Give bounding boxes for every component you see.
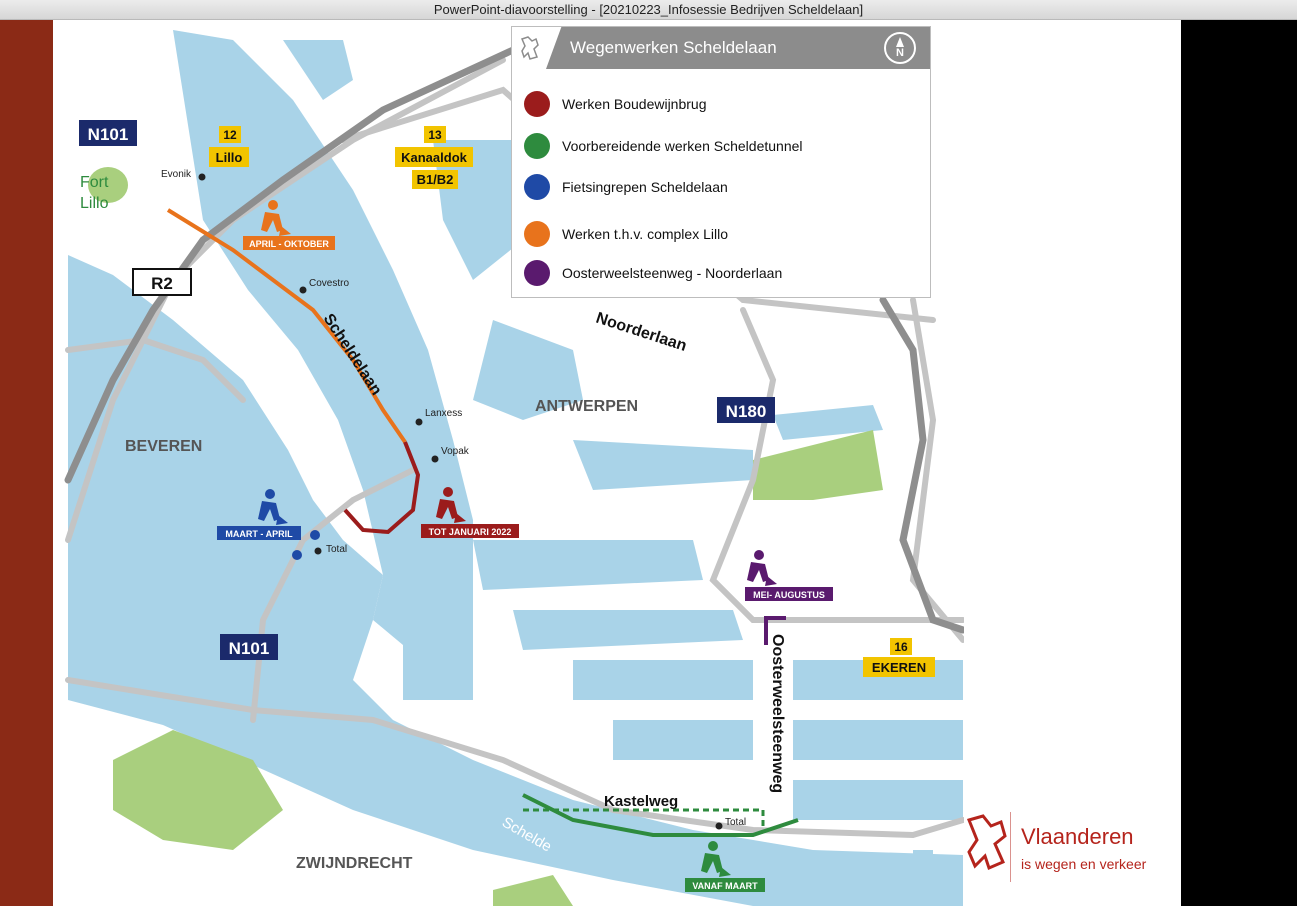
company-evonik: Evonik bbox=[161, 169, 192, 180]
worker-icon bbox=[747, 550, 777, 586]
roadwork-oosterweel: MEI- AUGUSTUS bbox=[745, 550, 833, 601]
company-covestro: Covestro bbox=[309, 278, 349, 289]
roadwork-fiets: MAART - APRIL bbox=[217, 489, 301, 540]
svg-text:APRIL - OKTOBER: APRIL - OKTOBER bbox=[249, 239, 329, 249]
legend-item-label: Voorbereidende werken Scheldetunnel bbox=[562, 138, 803, 154]
map-edge-mask bbox=[964, 20, 1181, 906]
place-beveren: BEVEREN bbox=[125, 438, 202, 455]
roadwork-boudewijnbrug: TOT JANUARI 2022 bbox=[421, 487, 519, 538]
roadwork-kastelweg: VANAF MAART bbox=[685, 841, 765, 892]
svg-text:VANAF MAART: VANAF MAART bbox=[692, 881, 758, 891]
legend-item-label: Werken Boudewijnbrug bbox=[562, 96, 707, 112]
street-oosterweelsteenweg: Oosterweelsteenweg bbox=[769, 634, 786, 793]
svg-text:EKEREN: EKEREN bbox=[872, 660, 926, 675]
worker-icon bbox=[701, 841, 731, 877]
legend-panel: Wegenwerken Scheldelaan N Werken Boudewi… bbox=[511, 26, 931, 298]
legend-color-dot bbox=[524, 91, 550, 117]
company-vopak: Vopak bbox=[441, 446, 470, 457]
badge-r2: R2 bbox=[132, 268, 192, 296]
route-kastelweg bbox=[522, 793, 799, 837]
brand-tagline: is wegen en verkeer bbox=[1021, 856, 1147, 872]
route-kastelweg-dashed bbox=[523, 808, 765, 832]
svg-text:13: 13 bbox=[428, 128, 442, 142]
right-border bbox=[1181, 20, 1297, 906]
company-lanxess: Lanxess bbox=[425, 408, 462, 419]
legend-header-band bbox=[546, 27, 930, 69]
legend-color-dot bbox=[524, 260, 550, 286]
company-total: Total bbox=[326, 544, 347, 555]
svg-text:N101: N101 bbox=[88, 125, 129, 144]
worker-icon bbox=[258, 489, 288, 525]
svg-text:TOT JANUARI 2022: TOT JANUARI 2022 bbox=[429, 527, 512, 537]
north-arrow-icon: N bbox=[884, 32, 916, 64]
route-boudewijnbrug bbox=[343, 441, 421, 535]
legend-item-label: Oosterweelsteenweg - Noorderlaan bbox=[562, 265, 783, 281]
legend-color-dot bbox=[524, 133, 550, 159]
exit-ekeren: 16 EKEREN bbox=[863, 638, 935, 677]
svg-text:16: 16 bbox=[894, 640, 908, 654]
flanders-lion-icon bbox=[966, 812, 1011, 882]
window-title: PowerPoint-diavoorstelling - [20210223_I… bbox=[0, 0, 1297, 20]
legend-title: Wegenwerken Scheldelaan bbox=[570, 38, 777, 57]
place-lillo: Lillo bbox=[80, 195, 109, 212]
svg-text:MAART - APRIL: MAART - APRIL bbox=[225, 529, 293, 539]
map: Evonik Covestro Lanxess Vopak Total Tota… bbox=[64, 20, 1181, 906]
worker-icon bbox=[436, 487, 466, 523]
roadwork-lillo: APRIL - OKTOBER bbox=[243, 200, 335, 250]
legend-color-dot bbox=[524, 174, 550, 200]
place-zwijndrecht: ZWIJNDRECHT bbox=[296, 855, 413, 872]
green-areas bbox=[88, 167, 883, 906]
fiets-point bbox=[310, 530, 320, 540]
legend-header: Wegenwerken Scheldelaan N bbox=[512, 27, 930, 69]
slide: Evonik Covestro Lanxess Vopak Total Tota… bbox=[53, 20, 1181, 906]
exit-kanaaldok: 13 Kanaaldok B1/B2 bbox=[395, 126, 473, 189]
fiets-point bbox=[292, 550, 302, 560]
badge-n101-bottom: N101 bbox=[220, 634, 278, 660]
legend-item-label: Werken t.h.v. complex Lillo bbox=[562, 226, 728, 242]
water-areas bbox=[68, 30, 963, 906]
svg-text:Kanaaldok: Kanaaldok bbox=[401, 150, 468, 165]
left-border bbox=[0, 20, 53, 906]
svg-text:B1/B2: B1/B2 bbox=[417, 172, 454, 187]
brand-name: Vlaanderen bbox=[1021, 824, 1134, 849]
r2-east bbox=[879, 296, 967, 634]
legend-item-label: Fietsingrepen Scheldelaan bbox=[562, 179, 728, 195]
svg-text:R2: R2 bbox=[151, 274, 173, 293]
badge-n180: N180 bbox=[717, 397, 775, 423]
place-fort: Fort bbox=[80, 174, 109, 191]
legend-color-dot bbox=[524, 221, 550, 247]
vlaanderen-logo: Vlaanderen is wegen en verkeer bbox=[961, 812, 1171, 892]
place-antwerpen: ANTWERPEN bbox=[535, 398, 638, 415]
svg-text:N180: N180 bbox=[726, 402, 767, 421]
svg-text:Lillo: Lillo bbox=[216, 150, 243, 165]
company-markers bbox=[198, 173, 723, 830]
svg-text:MEI- AUGUSTUS: MEI- AUGUSTUS bbox=[753, 590, 825, 600]
badge-n101-top: N101 bbox=[79, 120, 137, 146]
svg-text:N101: N101 bbox=[229, 639, 270, 658]
street-noorderlaan: Noorderlaan bbox=[594, 310, 689, 355]
r2-highway bbox=[64, 46, 517, 484]
company-total: Total bbox=[725, 817, 746, 828]
route-oosterweel bbox=[764, 616, 786, 645]
exit-lillo: 12 Lillo bbox=[209, 126, 249, 167]
svg-text:12: 12 bbox=[223, 128, 237, 142]
route-lillo bbox=[166, 208, 407, 444]
street-kastelweg: Kastelweg bbox=[604, 793, 678, 810]
flanders-lion-icon bbox=[520, 36, 539, 60]
worker-icon bbox=[261, 200, 291, 236]
